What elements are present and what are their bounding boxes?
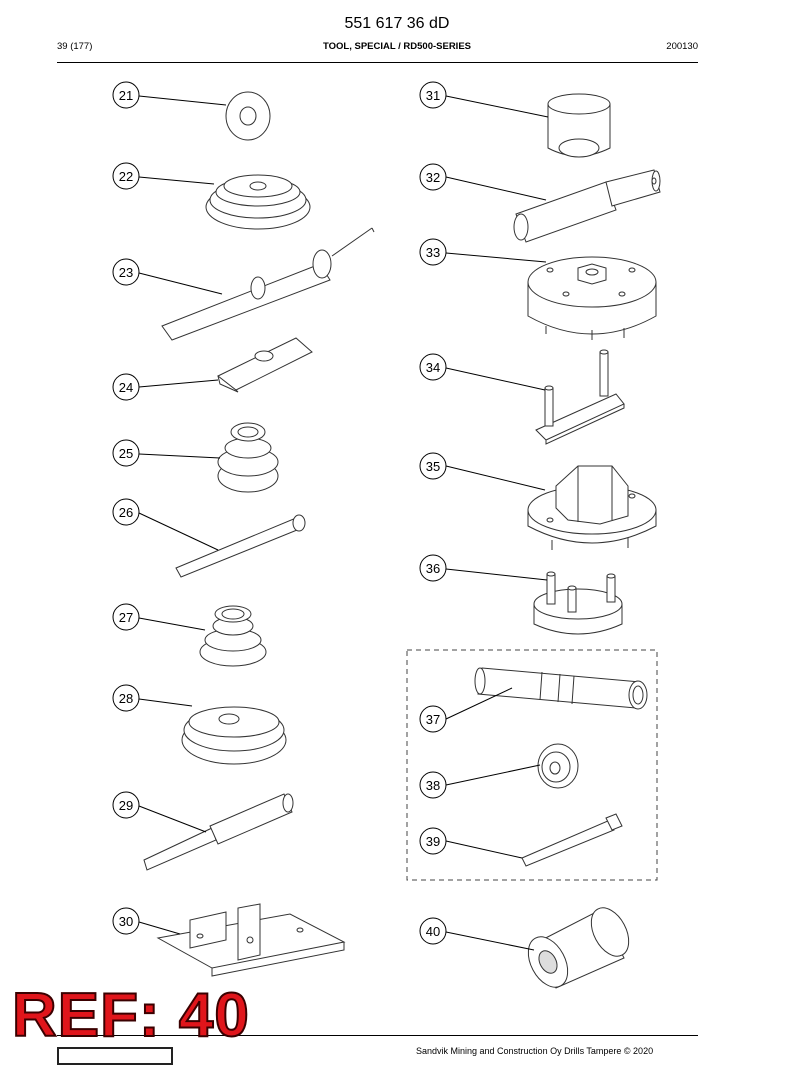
- callout-34: 34: [426, 360, 440, 375]
- callout-40: 40: [426, 924, 440, 939]
- callout-28: 28: [119, 691, 133, 706]
- part-24: [217, 337, 313, 393]
- part-32: [513, 169, 661, 243]
- part-37: [474, 667, 648, 710]
- part-29: [143, 793, 294, 871]
- part-27: [199, 605, 267, 667]
- callout-38: 38: [426, 778, 440, 793]
- page-number: 39 (177): [57, 41, 93, 52]
- callout-36: 36: [426, 561, 440, 576]
- part-36: [533, 571, 623, 635]
- callout-39: 39: [426, 834, 440, 849]
- part-26: [175, 514, 306, 578]
- callout-22: 22: [119, 169, 133, 184]
- callout-24: 24: [119, 380, 133, 395]
- part-23: [161, 227, 375, 341]
- part-40: [527, 907, 630, 989]
- callout-37: 37: [426, 712, 440, 727]
- page-title: TOOL, SPECIAL / RD500-SERIES: [323, 41, 471, 52]
- footer-rule: [57, 1035, 698, 1036]
- part-21: [225, 91, 271, 141]
- header-rule: [57, 62, 698, 63]
- part-35: [527, 465, 657, 550]
- callout-35: 35: [426, 459, 440, 474]
- revision-date: 200130: [666, 41, 698, 52]
- part-34: [535, 349, 625, 445]
- part-25: [217, 422, 279, 493]
- callout-21: 21: [119, 88, 133, 103]
- part-31: [547, 93, 611, 158]
- reference-stamp: REF: 40: [11, 981, 250, 1050]
- callout-31: 31: [426, 88, 440, 103]
- document-number: 551 617 36 dD: [344, 15, 450, 32]
- callout-25: 25: [119, 446, 133, 461]
- callout-27: 27: [119, 610, 133, 625]
- part-28: [181, 706, 287, 765]
- part-30: [156, 903, 346, 977]
- part-33: [527, 256, 657, 340]
- kit-group-box: [406, 649, 658, 881]
- leader-lines: [138, 95, 549, 951]
- callout-23: 23: [119, 265, 133, 280]
- part-38: [537, 743, 579, 789]
- part-22: [205, 174, 311, 230]
- callout-30: 30: [119, 914, 133, 929]
- footer-copyright: Sandvik Mining and Construction Oy Drill…: [416, 1046, 654, 1056]
- callout-29: 29: [119, 798, 133, 813]
- callout-26: 26: [119, 505, 133, 520]
- callout-32: 32: [426, 170, 440, 185]
- callout-circles: [112, 81, 447, 945]
- callout-33: 33: [426, 245, 440, 260]
- part-39: [521, 813, 623, 867]
